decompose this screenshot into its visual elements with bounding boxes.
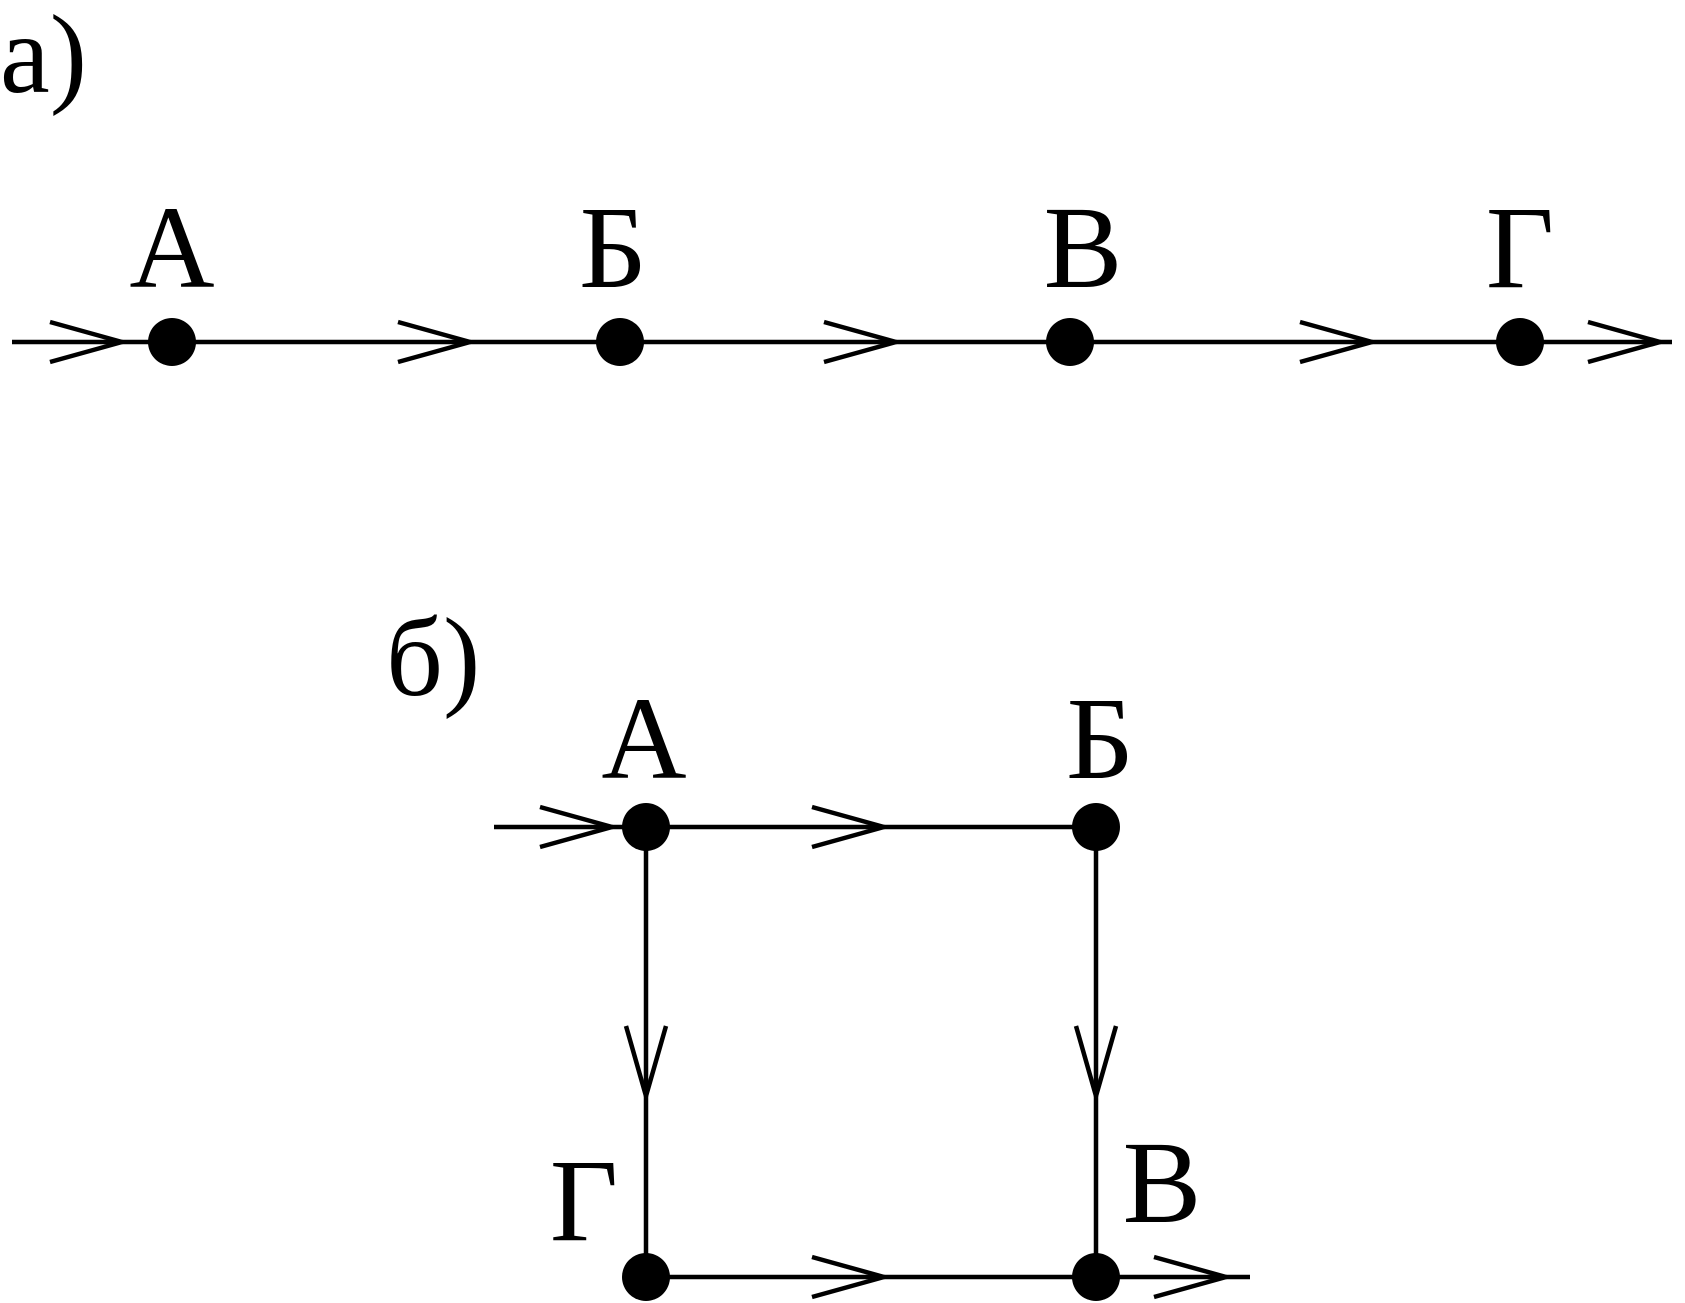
- diagram-b-arrowhead-g-v: [811, 1254, 893, 1300]
- diagram-b-arrowhead-a-b: [811, 804, 893, 850]
- diagram-b-label-g: Г: [550, 1135, 618, 1266]
- diagram-a-node-g: [1496, 318, 1544, 366]
- diagram-b-arrowhead-a-g: [623, 1025, 669, 1105]
- diagram-a-label-a: А: [129, 182, 214, 313]
- diagram-b-arrowhead-b-v: [1073, 1025, 1119, 1105]
- diagram-b-node-v: [1072, 1253, 1120, 1301]
- diagram-b-label-b: Б: [1066, 673, 1134, 804]
- diagram-a-arrowhead-a-b: [397, 319, 479, 365]
- diagram-a-arrowhead-in: [49, 319, 131, 365]
- diagram-a-node-b: [596, 318, 644, 366]
- diagram-a-label-b: Б: [579, 182, 647, 313]
- diagram-b-label-a: А: [601, 673, 686, 804]
- diagram-a: а) А Б В Г: [0, 0, 1672, 366]
- diagram-a-panel-label: а): [0, 0, 87, 117]
- diagram-b-node-g: [622, 1253, 670, 1301]
- diagram-b-node-a: [622, 803, 670, 851]
- diagram-b: б) А Б В Г: [386, 596, 1250, 1301]
- diagram-b-label-v: В: [1123, 1117, 1202, 1248]
- diagram-a-node-v: [1046, 318, 1094, 366]
- diagram-b-panel-label: б): [386, 596, 480, 720]
- diagram-a-label-v: В: [1044, 182, 1123, 313]
- diagram-a-label-g: Г: [1486, 182, 1554, 313]
- diagram-b-arrowhead-out: [1153, 1254, 1235, 1300]
- diagram-a-arrowhead-b-v: [823, 319, 905, 365]
- diagram-a-arrowhead-v-g: [1299, 319, 1381, 365]
- diagram-b-node-b: [1072, 803, 1120, 851]
- diagram-b-arrowhead-in: [539, 804, 621, 850]
- diagram-a-arrowhead-out: [1587, 319, 1669, 365]
- diagram-a-node-a: [148, 318, 196, 366]
